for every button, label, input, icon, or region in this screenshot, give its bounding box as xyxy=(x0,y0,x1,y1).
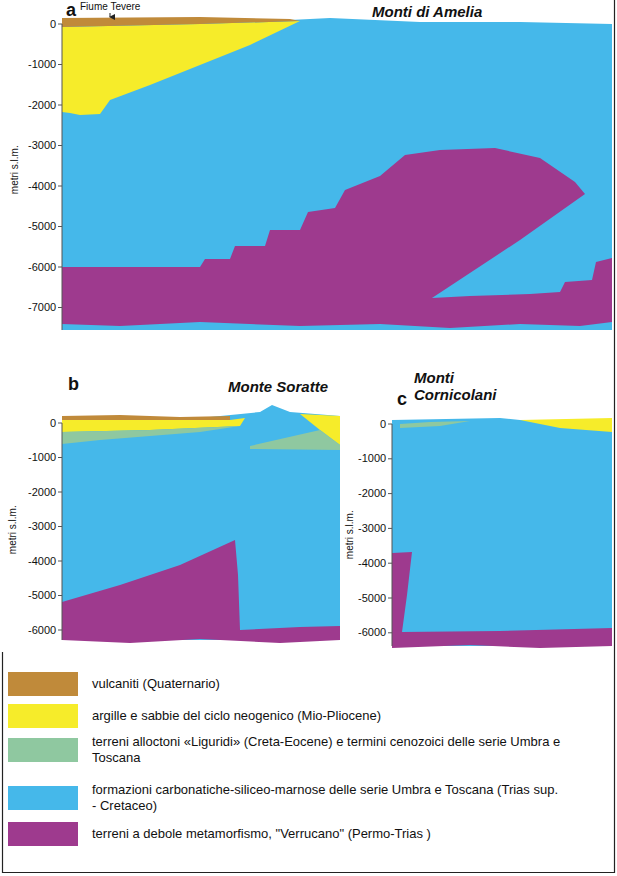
depth-tick: -6000 xyxy=(28,261,56,274)
section-a xyxy=(58,13,612,330)
axis-ticks xyxy=(388,424,392,646)
depth-tick: -4000 xyxy=(28,555,56,568)
depth-tick: -2000 xyxy=(28,486,56,499)
depth-tick: -3000 xyxy=(28,520,56,533)
verrucano-unit xyxy=(62,148,612,328)
legend-swatch xyxy=(8,738,78,762)
depth-tick: -6000 xyxy=(358,626,386,639)
verrucano-unit xyxy=(62,540,340,643)
river-pointer xyxy=(110,13,111,17)
section-title: Monti di Amelia xyxy=(372,3,482,20)
neogene-unit xyxy=(520,418,612,432)
legend-text: argille e sabbie del ciclo neogenico (Mi… xyxy=(92,708,562,724)
section-b xyxy=(58,405,340,643)
legend-text: vulcaniti (Quaternario) xyxy=(92,676,562,692)
panel-letter: b xyxy=(68,374,79,395)
ligurid-unit xyxy=(400,421,470,428)
axis-title: metri s.l.m. xyxy=(8,145,20,194)
legend-swatch xyxy=(8,786,78,810)
depth-tick: 0 xyxy=(380,418,386,431)
section-title: Monte Soratte xyxy=(228,378,328,395)
depth-tick: -4000 xyxy=(358,557,386,570)
depth-tick: -2000 xyxy=(28,99,56,112)
ligurid-unit xyxy=(250,430,340,450)
depth-tick: 0 xyxy=(50,18,56,31)
depth-tick: -7000 xyxy=(28,301,56,314)
depth-tick: -2000 xyxy=(358,487,386,500)
volcanic-unit xyxy=(62,415,230,420)
depth-tick: -1000 xyxy=(28,451,56,464)
depth-tick: -5000 xyxy=(28,220,56,233)
river-label: Fiume Tevere xyxy=(80,1,140,13)
legend-swatch xyxy=(8,822,78,846)
carbonate-unit xyxy=(62,18,612,330)
legend-swatch xyxy=(8,704,78,728)
ligurid-unit xyxy=(62,426,240,444)
neogene-unit xyxy=(62,21,300,115)
depth-tick: -4000 xyxy=(28,180,56,193)
depth-tick: -6000 xyxy=(28,624,56,637)
axis-ticks xyxy=(58,423,62,640)
volcanic-unit xyxy=(62,17,300,27)
depth-tick: 0 xyxy=(50,417,56,430)
section-c xyxy=(388,418,612,648)
carbonate-unit xyxy=(392,418,612,646)
legend-swatch xyxy=(8,672,78,696)
panel-letter: a xyxy=(66,0,76,21)
depth-tick: -5000 xyxy=(358,592,386,605)
depth-tick: -1000 xyxy=(358,452,386,465)
axis-ticks xyxy=(58,24,62,330)
depth-tick: -1000 xyxy=(28,58,56,71)
depth-tick: -5000 xyxy=(28,589,56,602)
axis-title: metri s.l.m. xyxy=(6,505,18,554)
panel-letter: c xyxy=(397,389,407,410)
axis-title: metri s.l.m. xyxy=(343,510,355,559)
verrucano-unit xyxy=(392,552,612,648)
legend-text: formazioni carbonatiche-siliceo-marnose … xyxy=(92,782,562,815)
legend-text: terreni alloctoni «Liguridi» (Creta-Eoce… xyxy=(92,734,562,767)
section-title: Monti Cornicolani xyxy=(414,369,510,404)
depth-tick: -3000 xyxy=(358,522,386,535)
depth-tick: -3000 xyxy=(28,139,56,152)
legend-text: terreni a debole metamorfismo, "Verrucan… xyxy=(92,826,562,842)
